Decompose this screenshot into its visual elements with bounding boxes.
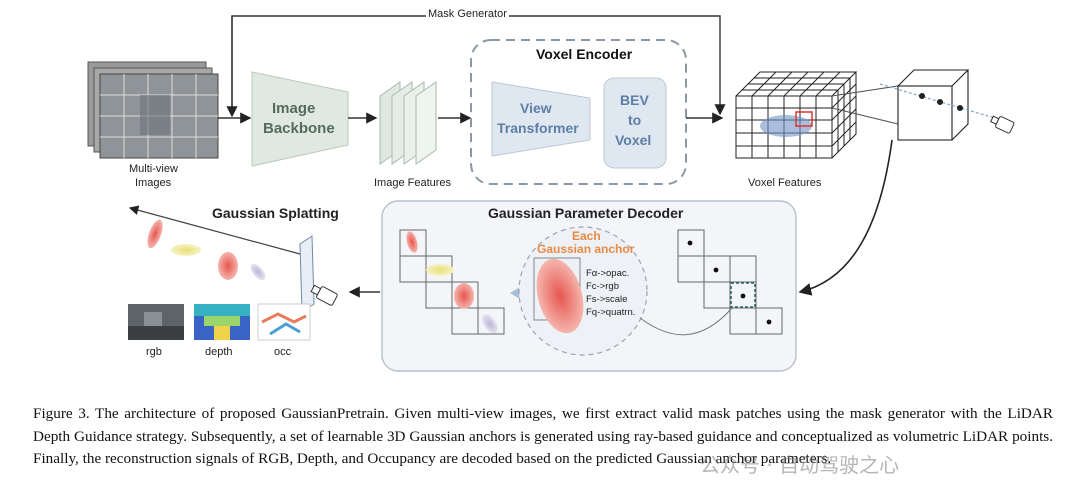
architecture-figure: Mask Generator Multi-view Images Image B… bbox=[87, 8, 1015, 372]
image-features-label: Image Features bbox=[374, 177, 452, 189]
voxel-label: Voxel bbox=[615, 132, 652, 148]
figure-caption: Figure 3. The architecture of proposed G… bbox=[33, 405, 1053, 467]
image-backbone-block bbox=[251, 71, 349, 167]
decoder-right-grid bbox=[639, 229, 783, 336]
mask-generator-label: Mask Generator bbox=[426, 8, 509, 20]
bev-to-voxel-block bbox=[603, 77, 667, 169]
decoder-left-grid bbox=[399, 229, 505, 335]
multiview-images-stack bbox=[87, 61, 219, 159]
multiview-label-2: Images bbox=[135, 177, 172, 189]
output-occ-label: occ bbox=[274, 346, 292, 358]
splatting-scene bbox=[128, 205, 338, 313]
param-scale: Fs->scale bbox=[586, 294, 628, 305]
bev-label: BEV bbox=[620, 92, 649, 108]
gaussian-anchor-label: Gaussian anchor bbox=[537, 242, 635, 256]
voxel-encoder-title: Voxel Encoder bbox=[536, 46, 633, 62]
camera-icon bbox=[990, 115, 1015, 134]
output-depth-label: depth bbox=[205, 346, 233, 358]
voxel-to-decoder-arrow bbox=[798, 139, 893, 296]
multiview-label-1: Multi-view bbox=[129, 163, 178, 175]
param-opacity: Fα->opac. bbox=[586, 268, 630, 279]
image-features-stack bbox=[379, 81, 437, 165]
gaussian-anchor-ellipse bbox=[536, 258, 584, 334]
to-label: to bbox=[628, 112, 642, 128]
param-rgb: Fc->rgb bbox=[586, 281, 619, 292]
each-label: Each bbox=[572, 229, 601, 243]
zoomed-voxel-cube bbox=[831, 69, 1009, 141]
image-backbone-label-2: Backbone bbox=[263, 120, 335, 137]
output-depth-thumbnail bbox=[194, 304, 250, 340]
view-transformer-label-1: View bbox=[520, 100, 552, 116]
gaussian-splatting-title: Gaussian Splatting bbox=[212, 205, 339, 221]
gaussian-decoder-title: Gaussian Parameter Decoder bbox=[488, 205, 684, 221]
watermark: 公众号 · 自动驾驶之心 bbox=[700, 453, 900, 477]
output-occ-thumbnail bbox=[257, 303, 311, 341]
image-backbone-label-1: Image bbox=[272, 100, 316, 117]
voxel-grid bbox=[735, 71, 858, 159]
output-rgb-label: rgb bbox=[146, 346, 162, 358]
voxel-features-label: Voxel Features bbox=[748, 177, 822, 189]
view-transformer-block bbox=[491, 81, 591, 157]
view-transformer-label-2: Transformer bbox=[497, 120, 579, 136]
output-rgb-thumbnail bbox=[128, 304, 184, 340]
param-quaternion: Fq->quatrn. bbox=[586, 307, 636, 318]
